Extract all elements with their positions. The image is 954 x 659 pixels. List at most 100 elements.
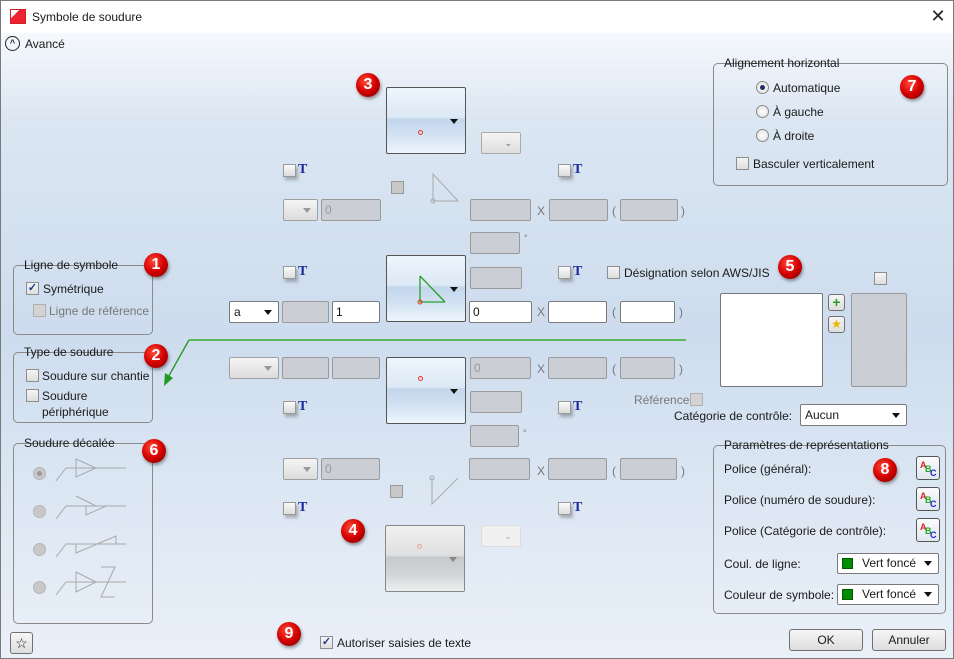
close-button[interactable]: ✕: [930, 6, 946, 26]
offset-option-staggered[interactable]: [33, 505, 46, 518]
lower-weld-symbol-selector[interactable]: [386, 357, 466, 424]
cancel-button[interactable]: Annuler: [872, 629, 946, 651]
main-pitch-input[interactable]: [620, 301, 675, 323]
reference-line-checkbox[interactable]: [33, 304, 46, 317]
color-swatch: [842, 558, 853, 569]
symmetric-label: Symétrique: [43, 282, 104, 296]
times-label: X: [537, 464, 546, 478]
lower-left-text-toggle[interactable]: T: [283, 399, 313, 415]
lower-finish-select[interactable]: ⌄: [481, 525, 521, 547]
horizontal-alignment-group: Alignement horizontal: [713, 56, 948, 186]
dropdown-arrow-icon: [450, 389, 458, 394]
upper-count-input[interactable]: [549, 199, 608, 221]
lower-size-input[interactable]: [332, 357, 380, 379]
lower-prefix-select[interactable]: [229, 357, 279, 379]
origin-marker: [418, 130, 423, 135]
main-count-input[interactable]: [548, 301, 607, 323]
site-weld-label: Soudure sur chantie: [42, 369, 150, 383]
lower-right-text-toggle[interactable]: T: [558, 399, 588, 415]
upper-flag-checkbox[interactable]: [391, 181, 404, 194]
site-weld-checkbox[interactable]: [26, 369, 39, 382]
badge-1: 1: [144, 253, 168, 277]
main-length-input[interactable]: 0: [469, 301, 532, 323]
main-upper-field[interactable]: [470, 267, 522, 289]
advanced-toggle[interactable]: Avancé: [25, 37, 65, 51]
open-paren: (: [612, 464, 616, 478]
lower-field[interactable]: [470, 391, 522, 413]
reference-checkbox[interactable]: [690, 393, 703, 406]
bottom-count-input[interactable]: [548, 458, 607, 480]
tail-text-field[interactable]: [851, 293, 907, 387]
lower-supplementary-symbol-selector[interactable]: [385, 525, 465, 592]
favorites-star-button[interactable]: ☆: [10, 632, 33, 654]
lower-flag-checkbox[interactable]: [390, 485, 403, 498]
line-color-select[interactable]: Vert foncé: [837, 553, 939, 574]
tail-checkbox[interactable]: [874, 272, 887, 285]
align-left-radio[interactable]: [756, 105, 769, 118]
flip-vertical-checkbox[interactable]: [736, 157, 749, 170]
favorite-star-button[interactable]: ★: [828, 316, 845, 333]
reference-line-label: Ligne de référence: [49, 304, 150, 318]
main-left-text-toggle[interactable]: T: [283, 264, 313, 280]
offset-option-symmetric[interactable]: [33, 467, 46, 480]
times-label: X: [537, 362, 546, 376]
upper-prefix-select[interactable]: [283, 199, 318, 221]
align-auto-label: Automatique: [773, 81, 841, 95]
upper-supplementary-symbol-selector[interactable]: [386, 87, 466, 154]
lower-length-input[interactable]: 0: [470, 357, 531, 379]
offset-option-z[interactable]: [33, 581, 46, 594]
allow-text-input-checkbox[interactable]: ✓: [320, 636, 333, 649]
weld-type-group: Type de soudure: [13, 345, 153, 423]
bottom-right-text-toggle[interactable]: T: [558, 500, 588, 516]
main-right-text-toggle[interactable]: T: [558, 264, 588, 280]
lower-pitch-input[interactable]: [620, 357, 675, 379]
weld-number-list[interactable]: [720, 293, 823, 387]
times-label: X: [537, 305, 546, 319]
lower-count-input[interactable]: [548, 357, 607, 379]
main-size-input[interactable]: 1: [332, 301, 380, 323]
bottom-left-text-toggle[interactable]: T: [283, 500, 313, 516]
add-button[interactable]: +: [828, 294, 845, 311]
peripheral-weld-checkbox[interactable]: [26, 389, 39, 402]
lower-angle-input[interactable]: [470, 425, 519, 447]
origin-marker: [418, 376, 423, 381]
badge-2: 2: [144, 344, 168, 368]
upper-size-input[interactable]: 0: [321, 199, 381, 221]
offset-option-chain[interactable]: [33, 543, 46, 556]
prefix-select[interactable]: a: [229, 301, 279, 323]
badge-3: 3: [356, 73, 380, 97]
aws-jis-checkbox[interactable]: [607, 266, 620, 279]
lower-prefix-input[interactable]: [282, 357, 329, 379]
upper-finish-select[interactable]: ⌄: [481, 132, 521, 154]
close-paren: ): [681, 464, 685, 478]
upper-pitch-input[interactable]: [620, 199, 678, 221]
line-color-label: Coul. de ligne:: [724, 557, 801, 571]
chevron-up-circle-icon[interactable]: ^: [5, 36, 20, 51]
main-weld-symbol-selector[interactable]: [386, 255, 466, 322]
bottom-prefix-select[interactable]: [283, 458, 318, 480]
align-auto-radio[interactable]: [756, 81, 769, 94]
upper-length-input[interactable]: [470, 199, 531, 221]
open-paren: (: [612, 204, 616, 218]
upper-angle-input[interactable]: [470, 232, 520, 254]
symbol-color-label: Couleur de symbole:: [724, 588, 835, 602]
bottom-pitch-input[interactable]: [620, 458, 677, 480]
bottom-size-input[interactable]: 0: [321, 458, 380, 480]
main-prefix-input[interactable]: [282, 301, 329, 323]
align-right-radio[interactable]: [756, 129, 769, 142]
symmetric-checkbox[interactable]: ✓: [26, 282, 39, 295]
upper-right-text-toggle[interactable]: T: [558, 162, 588, 178]
peripheral-weld-label-2: périphérique: [42, 405, 109, 419]
font-inspection-label: Police (Catégorie de contrôle):: [724, 524, 887, 538]
peripheral-weld-label-1: Soudure: [42, 389, 88, 403]
symbol-color-select[interactable]: Vert foncé: [837, 584, 939, 605]
bottom-length-input[interactable]: [469, 458, 530, 480]
ok-button[interactable]: OK: [789, 629, 863, 651]
upper-left-text-toggle[interactable]: T: [283, 162, 313, 178]
inspection-category-select[interactable]: Aucun: [800, 404, 907, 426]
flip-vertical-label: Basculer verticalement: [753, 157, 875, 171]
badge-4: 4: [341, 519, 365, 543]
